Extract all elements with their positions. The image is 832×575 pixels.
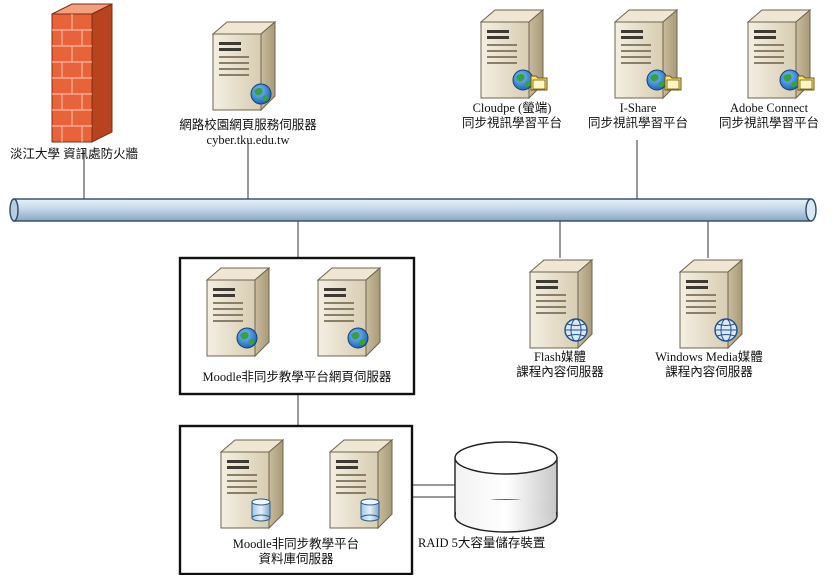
- moodle-web-server-1-icon: [206, 267, 270, 357]
- ishare-label: I-Share 同步視訊學習平台: [587, 101, 688, 130]
- firewall-icon: [51, 3, 113, 143]
- adobe-label: Adobe Connect 同步視訊學習平台: [718, 101, 819, 130]
- ishare-server-icon: [614, 9, 682, 99]
- raid-label: RAID 5大容量儲存裝置: [418, 536, 546, 550]
- wmedia-server-icon: [679, 259, 743, 349]
- moodle-db-server-1-icon: [220, 439, 284, 529]
- web-server-icon: [212, 21, 276, 111]
- moodle-db-label: Moodle非同步教學平台 資料庫伺服器: [232, 537, 360, 566]
- cloudpe-server-icon: [480, 9, 548, 99]
- connection-lines: [83, 140, 709, 498]
- moodle-db-server-2-icon: [329, 439, 393, 529]
- firewall-label: 淡江大學 資訊處防火牆: [10, 147, 139, 161]
- network-backbone: [9, 198, 817, 222]
- flash-server-icon: [529, 259, 593, 349]
- cloudpe-label: Cloudpe (螢端) 同步視訊學習平台: [461, 101, 562, 130]
- flash-label: Flash媒體 課程內容伺服器: [516, 350, 604, 379]
- adobe-server-icon: [747, 9, 815, 99]
- storage-cylinder-icon: [454, 441, 558, 533]
- moodle-web-server-2-icon: [317, 267, 381, 357]
- wmedia-label: Windows Media媒體 課程內容伺服器: [655, 350, 763, 379]
- moodle-web-label: Moodle非同步教學平台網頁伺服器: [202, 370, 392, 384]
- moodle-db-group: [178, 424, 414, 575]
- web-server-label: 網路校園網頁服務伺服器 cyber.tku.edu.tw: [179, 118, 317, 147]
- moodle-web-group: [178, 256, 416, 396]
